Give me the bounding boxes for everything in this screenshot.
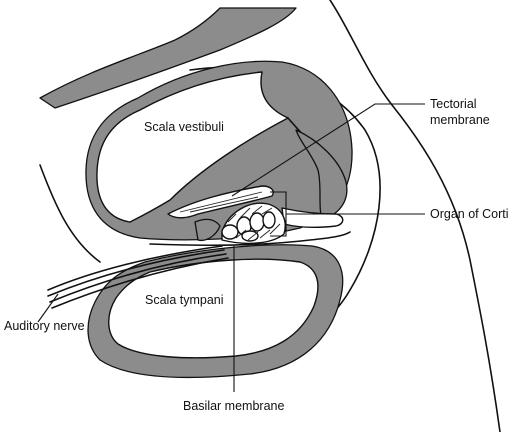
scala-tympani-lumen [108, 258, 319, 359]
cochlear-duct-shade [194, 218, 221, 242]
organ-of-corti-label: Organ of Corti [430, 207, 509, 221]
basilar-membrane-label: Basilar membrane [183, 399, 284, 413]
scala-tympani-label: Scala tympani [145, 293, 224, 307]
tectorial-leader-line [231, 103, 425, 197]
organ-of-corti-structure [221, 202, 286, 245]
tectorial-label-line2: membrane [430, 113, 490, 127]
outer-contour-right [329, 0, 501, 432]
auditory-nerve-fibers [47, 245, 229, 309]
basilar-membrane-line [149, 231, 351, 246]
tectorial-label-line1: Tectorial [430, 97, 477, 111]
auditory-nerve-label: Auditory nerve [4, 319, 85, 333]
outer-contour-left [39, 164, 101, 263]
tectorial-membrane-shading [179, 191, 263, 213]
upper-turn-bone [39, 7, 297, 109]
scala-vestibuli-label: Scala vestibuli [144, 120, 224, 134]
auditory-nerve-leader-line [37, 293, 59, 323]
spiral-limbus [281, 207, 344, 229]
scala-vestibuli-lumen [96, 71, 289, 223]
